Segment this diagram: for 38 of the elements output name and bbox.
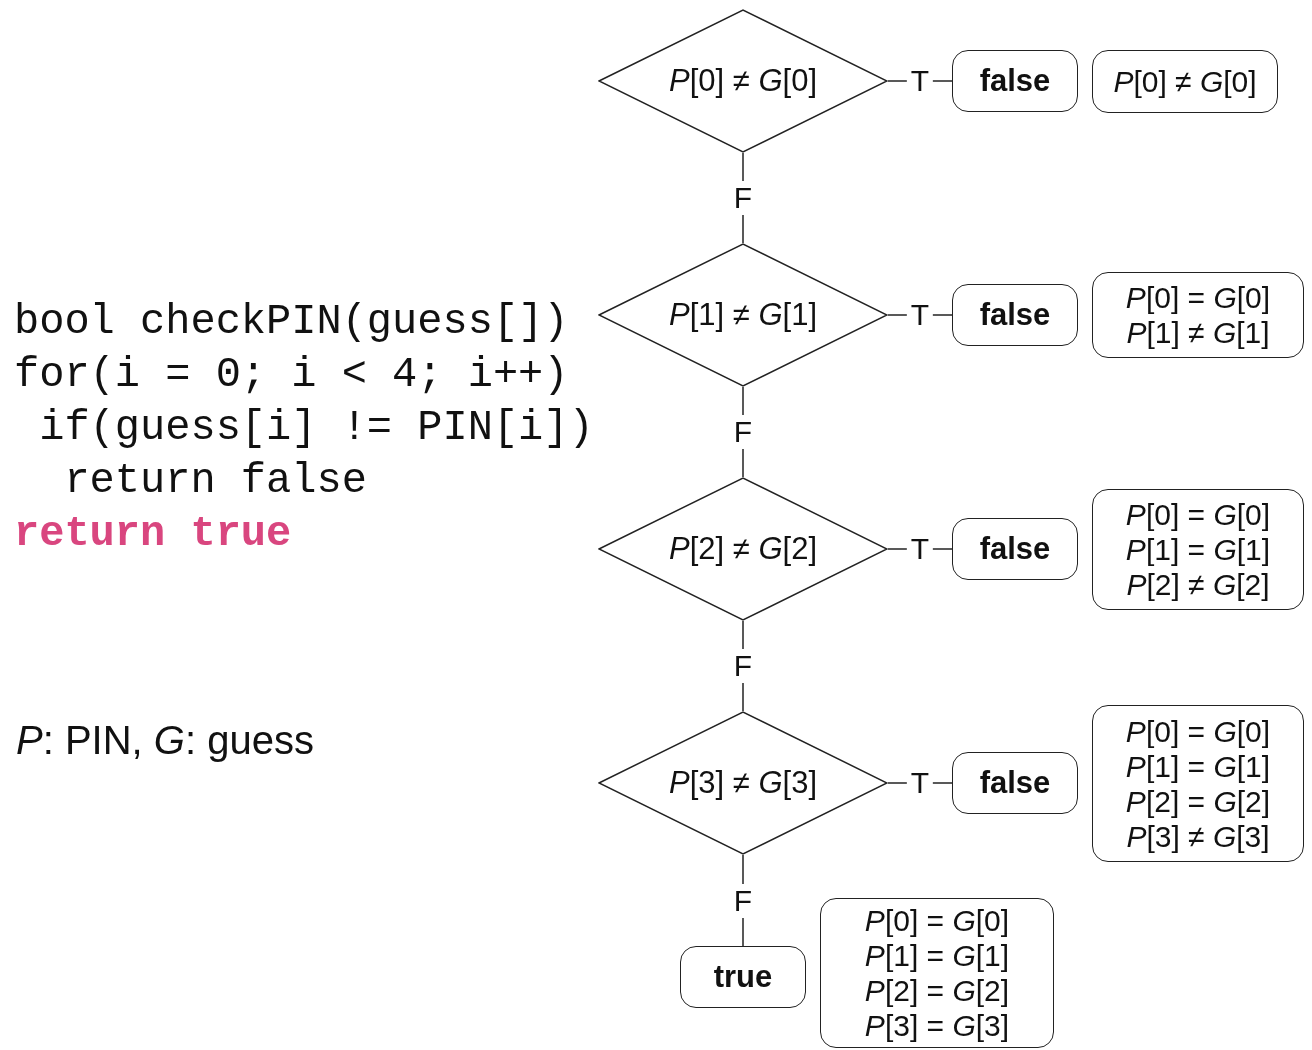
condition-text: P[3] ≠ G[3]	[669, 763, 817, 802]
condition-text: P[0] = G[0]	[1125, 713, 1271, 749]
result-box: true	[680, 946, 806, 1008]
condition-text: P[1] ≠ G[1]	[669, 295, 817, 334]
code-line: bool checkPIN(guess[])	[14, 297, 570, 348]
condition-text: P[2] ≠ G[2]	[669, 529, 817, 568]
condition-box	[1092, 705, 1304, 862]
condition-box	[820, 898, 1054, 1048]
condition-text: P[0] = G[0]	[864, 903, 1010, 938]
condition-text: P[1] = G[1]	[864, 938, 1010, 973]
condition-text: P[0] ≠ G[0]	[669, 61, 817, 100]
condition-box	[1092, 272, 1304, 358]
result-box: false	[952, 518, 1078, 580]
condition-text: P[2] = G[2]	[864, 973, 1010, 1008]
result-box: false	[952, 284, 1078, 346]
condition-text: P[0] = G[0]	[1125, 280, 1271, 315]
result-box: false	[952, 752, 1078, 814]
condition-text: P[0] ≠ G[0]	[1113, 64, 1257, 99]
condition-box	[1092, 50, 1278, 113]
decision-diamond	[598, 711, 888, 855]
condition-text: P[2] = G[2]	[1125, 783, 1271, 819]
notation-note: P: PIN, G: guess	[16, 717, 314, 764]
condition-text: P[1] = G[1]	[1125, 532, 1271, 567]
result-box: false	[952, 50, 1078, 112]
decision-diamond	[598, 9, 888, 153]
condition-text: P[2] ≠ G[2]	[1126, 567, 1270, 602]
code-line: return false	[63, 456, 368, 507]
condition-box	[1092, 489, 1304, 610]
condition-text: P[3] = G[3]	[864, 1008, 1010, 1043]
condition-text: P[0] = G[0]	[1125, 497, 1271, 532]
decision-diamond	[598, 477, 888, 621]
code-line: return true	[14, 509, 293, 560]
condition-text: P[1] ≠ G[1]	[1126, 315, 1270, 350]
condition-text: P[1] = G[1]	[1125, 748, 1271, 784]
condition-text: P[3] ≠ G[3]	[1126, 818, 1270, 854]
decision-diamond	[598, 243, 888, 387]
code-line: if(guess[i] != PIN[i])	[38, 403, 594, 454]
code-line: for(i = 0; i < 4; i++)	[14, 350, 570, 401]
